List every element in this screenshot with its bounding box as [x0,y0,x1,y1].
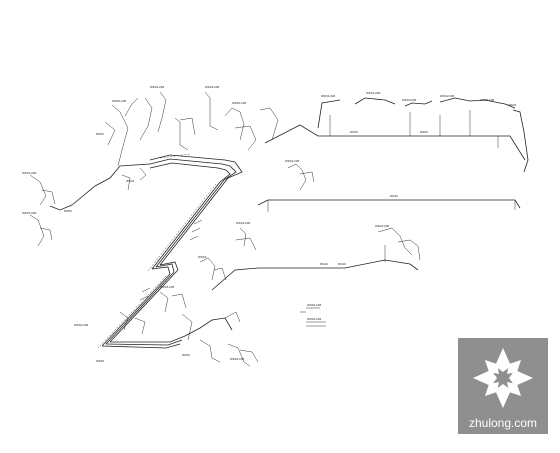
upper-pipe-tags: WFD1-DM WFD1-DM WFD2-DM WFD2-DM WFD1-DM … [321,91,517,134]
svg-text:WFD1-DM: WFD1-DM [150,85,165,89]
lower-left-cluster: WFD1-DM WFD1-DM WFD1-DM DN50 WFD1 [74,285,259,367]
svg-text:DN40: DN40 [338,262,346,266]
svg-text:WFD2-DM: WFD2-DM [440,94,455,98]
svg-text:DN50: DN50 [182,353,190,357]
mid-cluster: WFD1-DM WFD1 [198,221,257,281]
svg-text:WFD1-DM: WFD1-DM [375,224,390,228]
svg-text:WFD1: WFD1 [96,359,105,363]
middle-main-pipe: WFD1-DM DN40 [257,159,521,212]
svg-text:WFD1: WFD1 [508,103,517,107]
lower-main-pipe: WFD1-DM DN40 DN40 [211,224,421,291]
svg-text:WFD1-DM: WFD1-DM [321,94,336,98]
note-block: WFD1-DM WFD1-DM [300,303,326,327]
far-left-branches: WFD1-DM WFD1-DM DN50 [22,171,73,247]
svg-text:WFD1: WFD1 [198,255,207,259]
svg-text:WFD1-DM: WFD1-DM [160,285,175,289]
watermark-text: zhulong.com [468,416,538,430]
svg-text:DN50: DN50 [350,130,358,134]
svg-text:DN50: DN50 [420,130,428,134]
svg-text:WFD1-DM: WFD1-DM [22,211,37,215]
svg-text:WFD1-DM: WFD1-DM [307,317,322,321]
svg-text:WFD2-DM: WFD2-DM [402,98,417,102]
watermark-emblem-icon [473,348,533,408]
z-riser-bundle [97,153,243,349]
upper-left-branches: WFD1-DM WFD1-DM WFD1-DM WFD1-DM DN50 WFD… [71,85,279,206]
svg-text:WFD1-DM: WFD1-DM [22,171,37,175]
upper-main-pipe [264,97,529,173]
svg-text:WFD1-DM: WFD1-DM [205,85,220,89]
svg-text:WFD1: WFD1 [126,179,135,183]
svg-text:DN50: DN50 [64,209,72,213]
svg-text:DN50: DN50 [96,132,104,136]
svg-text:DN40: DN40 [320,262,328,266]
svg-text:WFD1-DM: WFD1-DM [285,159,300,163]
svg-text:WFD1-DM: WFD1-DM [366,91,381,95]
svg-text:WFD1-DM: WFD1-DM [307,303,322,307]
svg-text:DN40: DN40 [390,194,398,198]
watermark-logo: zhulong.com [458,338,548,434]
svg-text:WFD1-DM: WFD1-DM [74,323,89,327]
svg-text:WFD1-DM: WFD1-DM [230,357,245,361]
svg-text:WFD1-DM: WFD1-DM [232,101,247,105]
svg-text:WFD1-DM: WFD1-DM [236,221,251,225]
svg-text:WFD1-DM: WFD1-DM [480,98,495,102]
svg-text:WFD1-DM: WFD1-DM [112,99,127,103]
